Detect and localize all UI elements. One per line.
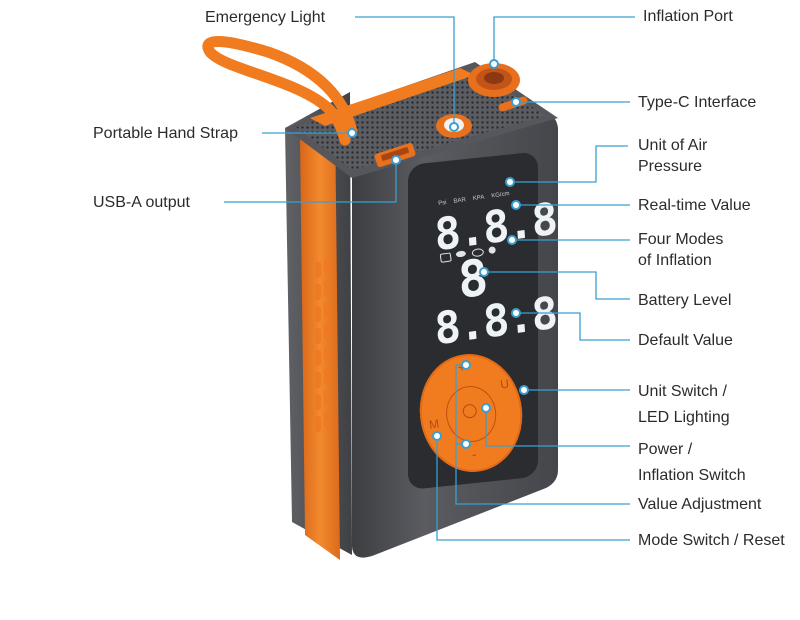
dot-four-modes xyxy=(507,235,517,245)
label-value-adjustment: Value Adjustment xyxy=(638,496,762,513)
label-emergency-light: Emergency Light xyxy=(205,9,326,26)
leader-emergency-light xyxy=(355,16,455,127)
dot-battery xyxy=(479,267,489,277)
hand-strap xyxy=(202,36,358,146)
label-four-modes-line2: of Inflation xyxy=(638,252,712,269)
leader-mode-switch xyxy=(436,436,630,541)
device-side-panel xyxy=(285,92,352,560)
label-usb-a-output: USB-A output xyxy=(93,194,190,211)
label-default-value: Default Value xyxy=(638,332,733,349)
dot-value-minus xyxy=(461,439,471,449)
dot-unit-air xyxy=(505,177,515,187)
label-power-switch: Power / Inflation Switch xyxy=(638,437,746,489)
label-power-line1: Power / xyxy=(638,441,693,458)
dot-default xyxy=(511,308,521,318)
dot-hand-strap xyxy=(347,128,357,138)
leader-unit-air xyxy=(510,145,628,183)
dot-real-time xyxy=(511,200,521,210)
leader-usb-a xyxy=(224,160,397,203)
label-four-modes: Four Modes of Inflation xyxy=(638,229,723,271)
dot-type-c xyxy=(511,97,521,107)
label-unit-switch-line2: LED Lighting xyxy=(638,409,730,426)
label-mode-switch: Mode Switch / Reset xyxy=(638,532,785,549)
dot-usb-a xyxy=(391,155,401,165)
label-power-line2: Inflation Switch xyxy=(638,467,746,484)
leader-inflation-port xyxy=(493,16,635,64)
dot-mode-switch xyxy=(432,431,442,441)
dot-value-plus xyxy=(461,360,471,370)
label-unit-of-air-line2: Pressure xyxy=(638,158,703,175)
dot-inflation-port xyxy=(489,59,499,69)
label-unit-of-air-pressure: Unit of Air Pressure xyxy=(638,135,707,177)
label-battery-level: Battery Level xyxy=(638,292,732,309)
dot-emergency-light xyxy=(449,122,459,132)
label-unit-of-air-line1: Unit of Air xyxy=(638,137,708,154)
dot-unit-switch xyxy=(519,385,529,395)
label-unit-switch-line1: Unit Switch / xyxy=(638,383,727,400)
label-inflation-port: Inflation Port xyxy=(643,8,733,25)
leader-value-adj xyxy=(455,364,630,505)
leader-power xyxy=(485,408,630,447)
label-unit-switch: Unit Switch / LED Lighting xyxy=(638,379,730,431)
inflation-port xyxy=(468,63,520,97)
label-type-c-interface: Type-C Interface xyxy=(638,94,757,111)
label-four-modes-line1: Four Modes xyxy=(638,231,724,248)
label-portable-hand-strap: Portable Hand Strap xyxy=(93,125,238,142)
label-real-time-value: Real-time Value xyxy=(638,197,751,214)
dot-power xyxy=(481,403,491,413)
usb-a-port xyxy=(374,142,416,168)
leader-default xyxy=(516,312,630,341)
leader-battery xyxy=(484,271,630,300)
